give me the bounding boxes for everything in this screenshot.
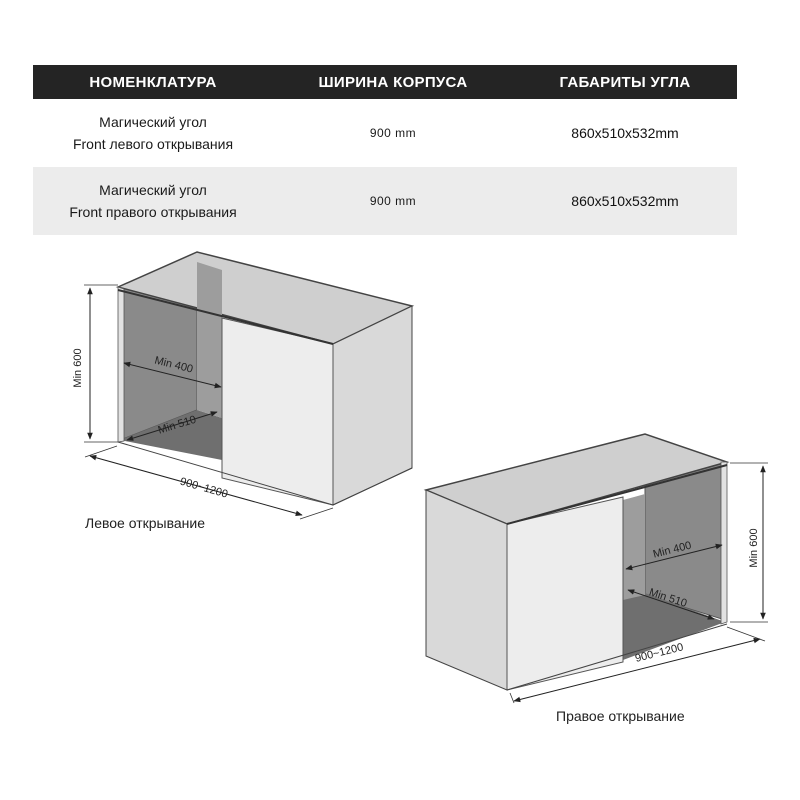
cabinet-right-wall (720, 461, 728, 625)
cabinet-left-wall (117, 286, 125, 443)
name-line-2: Front правого открывания (69, 204, 237, 220)
left-opening-cabinet (115, 251, 415, 506)
header-nomenclature: НОМЕНКЛАТУРА (89, 73, 217, 91)
right-opening-caption: Правое открывание (556, 708, 685, 724)
dims-cell: 860x510x532mm (571, 125, 679, 141)
dims-cell: 860x510x532mm (571, 193, 679, 209)
right-height-label: Min 600 (748, 528, 760, 567)
cabinet-back-panel (197, 262, 222, 418)
width-cell: 900 mm (369, 194, 417, 208)
name-line-1: Магический угол (99, 182, 207, 198)
right-height-dimension: Min 600 (730, 462, 768, 623)
table-header: НОМЕНКЛАТУРА ШИРИНА КОРПУСА ГАБАРИТЫ УГЛ… (33, 65, 737, 99)
name-line-2: Front левого открывания (72, 136, 234, 152)
table-row: Магический угол Front левого открывания … (33, 99, 737, 167)
name-cell: Магический угол Front левого открывания (33, 111, 273, 155)
cabinet-door-front (506, 496, 624, 691)
left-height-dimension: Min 600 (72, 284, 118, 443)
width-cell: 900 mm (369, 126, 417, 140)
name-cell: Магический угол Front правого открывания (33, 179, 273, 223)
header-corner-dimensions: ГАБАРИТЫ УГЛА (559, 73, 691, 91)
table-row: Магический угол Front правого открывания… (33, 167, 737, 235)
left-height-label: Min 600 (72, 348, 84, 387)
spec-table: НОМЕНКЛАТУРА ШИРИНА КОРПУСА ГАБАРИТЫ УГЛ… (33, 65, 737, 235)
cabinet-side-left (425, 489, 508, 691)
name-line-1: Магический угол (99, 114, 207, 130)
left-opening-caption: Левое открывание (85, 515, 205, 531)
cabinet-back-panel (623, 494, 645, 600)
left-width-label: 900~1200 (179, 476, 230, 501)
header-body-width: ШИРИНА КОРПУСА (318, 73, 468, 91)
